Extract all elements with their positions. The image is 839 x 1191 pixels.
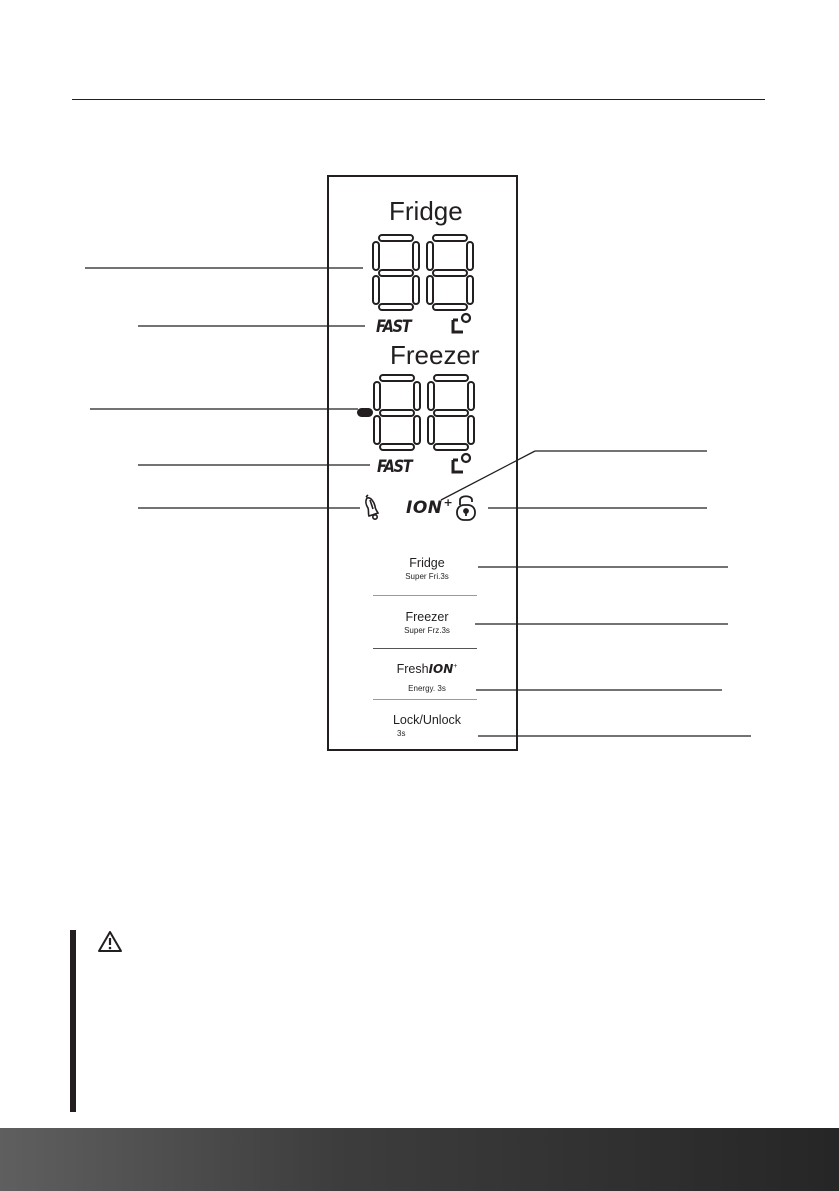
fridge-seven-segment-display: 88 xyxy=(372,234,474,311)
warning-sidebar-bar xyxy=(70,930,76,1112)
alarm-bell-icon xyxy=(365,494,380,520)
freezer-button-label: Freezer xyxy=(405,610,449,624)
freezer-title: Freezer xyxy=(390,340,480,370)
lock-unlock-button-label: Lock/Unlock xyxy=(392,713,462,727)
leader-ion-b xyxy=(440,450,536,501)
warning-triangle-icon xyxy=(98,931,122,952)
freezer-button[interactable]: Freezer Super Frz.3s xyxy=(373,609,481,637)
fridge-button[interactable]: Fridge Super Fri.3s xyxy=(373,555,481,583)
lock-unlock-button[interactable]: Lock/Unlock 3s xyxy=(373,712,481,740)
freezer-fast-indicator: FAST xyxy=(377,457,413,477)
freezer-seven-segment-display: 88 xyxy=(357,374,475,451)
button-separator xyxy=(373,648,477,649)
fridge-button-label: Fridge xyxy=(409,556,445,570)
fridge-title: Fridge xyxy=(389,196,463,226)
fridge-fast-indicator: FAST xyxy=(376,317,412,337)
fridge-button-sublabel: Super Fri.3s xyxy=(405,572,449,581)
lock-unlock-button-sublabel: 3s xyxy=(397,729,406,738)
fresh-ion-button-sublabel: Energy. 3s xyxy=(408,684,446,693)
fresh-ion-button[interactable]: FreshION+ Energy. 3s xyxy=(373,661,481,695)
fresh-ion-button-label: FreshION+ xyxy=(396,662,458,676)
freezer-button-sublabel: Super Frz.3s xyxy=(404,626,450,635)
padlock-icon xyxy=(456,495,476,521)
freezer-celsius-icon xyxy=(451,452,472,474)
header-rule xyxy=(72,99,765,100)
button-separator xyxy=(373,595,477,596)
fridge-celsius-icon xyxy=(451,312,472,334)
button-separator xyxy=(373,699,477,700)
ion-logo: ION+ xyxy=(406,496,454,518)
footer-bar xyxy=(0,1128,839,1191)
control-panel xyxy=(327,175,518,751)
